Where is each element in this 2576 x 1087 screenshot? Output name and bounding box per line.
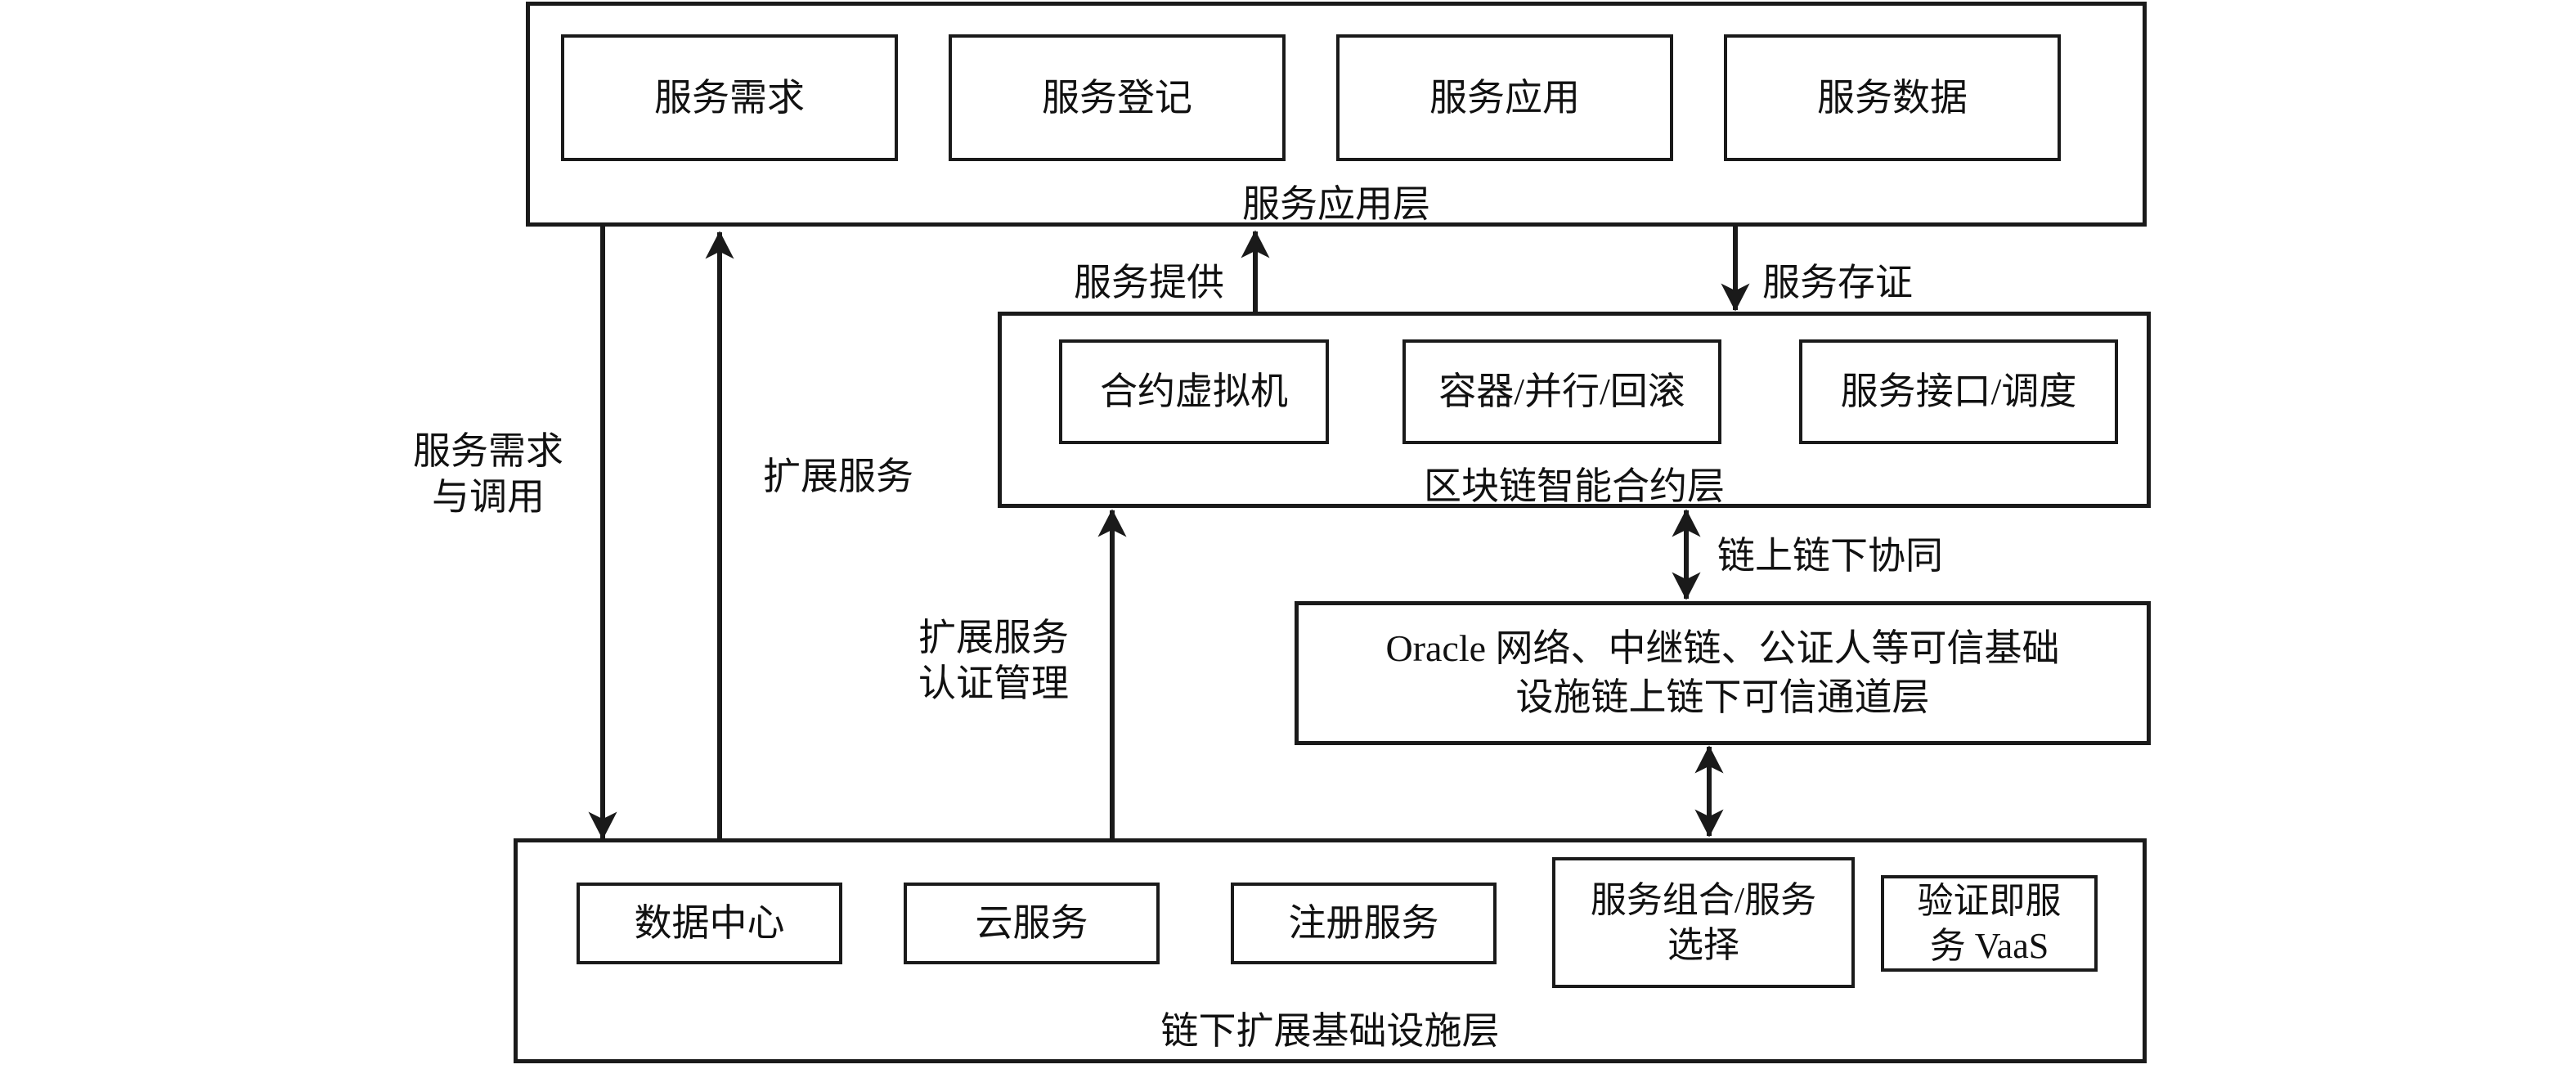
node-service-application[interactable]: 服务应用 (1336, 34, 1673, 161)
edge-label-onchain-offchain-collaboration: 链上链下协同 (1717, 535, 1943, 577)
node-service-composition-selection[interactable]: 服务组合/服务 选择 (1552, 857, 1855, 988)
node-contract-vm[interactable]: 合约虚拟机 (1059, 339, 1329, 444)
node-service-demand[interactable]: 服务需求 (561, 34, 898, 161)
node-service-interface-scheduling-label: 服务接口/调度 (1840, 371, 2077, 413)
node-data-center-label: 数据中心 (634, 902, 785, 945)
service-application-layer-title: 服务应用层 (1242, 183, 1430, 225)
node-oracle-trusted-channel[interactable]: Oracle 网络、中继链、公证人等可信基础 设施链上链下可信通道层 (1295, 601, 2151, 745)
node-data-center[interactable]: 数据中心 (577, 883, 842, 964)
node-service-registration[interactable]: 服务登记 (949, 34, 1286, 161)
node-contract-vm-label: 合约虚拟机 (1100, 371, 1288, 413)
blockchain-smart-contract-layer-title: 区块链智能合约层 (1424, 465, 1725, 507)
node-oracle-trusted-channel-label: Oracle 网络、中继链、公证人等可信基础 设施链上链下可信通道层 (1385, 627, 2060, 718)
node-verification-as-a-service[interactable]: 验证即服 务 VaaS (1881, 875, 2098, 972)
edge-label-extended-service: 扩展服务 (763, 456, 913, 497)
edge-label-service-provision: 服务提供 (1074, 262, 1224, 303)
offchain-infrastructure-layer-title: 链下扩展基础设施层 (1160, 1010, 1500, 1052)
node-verification-as-a-service-label: 验证即服 务 VaaS (1917, 881, 2062, 966)
node-registration-service[interactable]: 注册服务 (1231, 883, 1497, 964)
node-service-application-label: 服务应用 (1429, 76, 1580, 119)
node-service-registration-label: 服务登记 (1042, 76, 1192, 119)
edge-label-extended-service-auth-management: 扩展服务 认证管理 (918, 617, 1069, 705)
node-service-data-label: 服务数据 (1817, 76, 1968, 119)
node-registration-service-label: 注册服务 (1288, 902, 1439, 945)
node-container-parallel-rollback[interactable]: 容器/并行/回滚 (1402, 339, 1721, 444)
node-service-interface-scheduling[interactable]: 服务接口/调度 (1799, 339, 2118, 444)
node-cloud-service-label: 云服务 (975, 902, 1088, 945)
node-service-data[interactable]: 服务数据 (1724, 34, 2061, 161)
edge-label-service-attestation: 服务存证 (1762, 262, 1913, 303)
node-service-composition-selection-label: 服务组合/服务 选择 (1590, 880, 1817, 965)
node-container-parallel-rollback-label: 容器/并行/回滚 (1438, 371, 1685, 413)
node-cloud-service[interactable]: 云服务 (904, 883, 1160, 964)
edge-label-service-demand-and-invocation: 服务需求 与调用 (413, 430, 563, 519)
node-service-demand-label: 服务需求 (654, 76, 805, 119)
